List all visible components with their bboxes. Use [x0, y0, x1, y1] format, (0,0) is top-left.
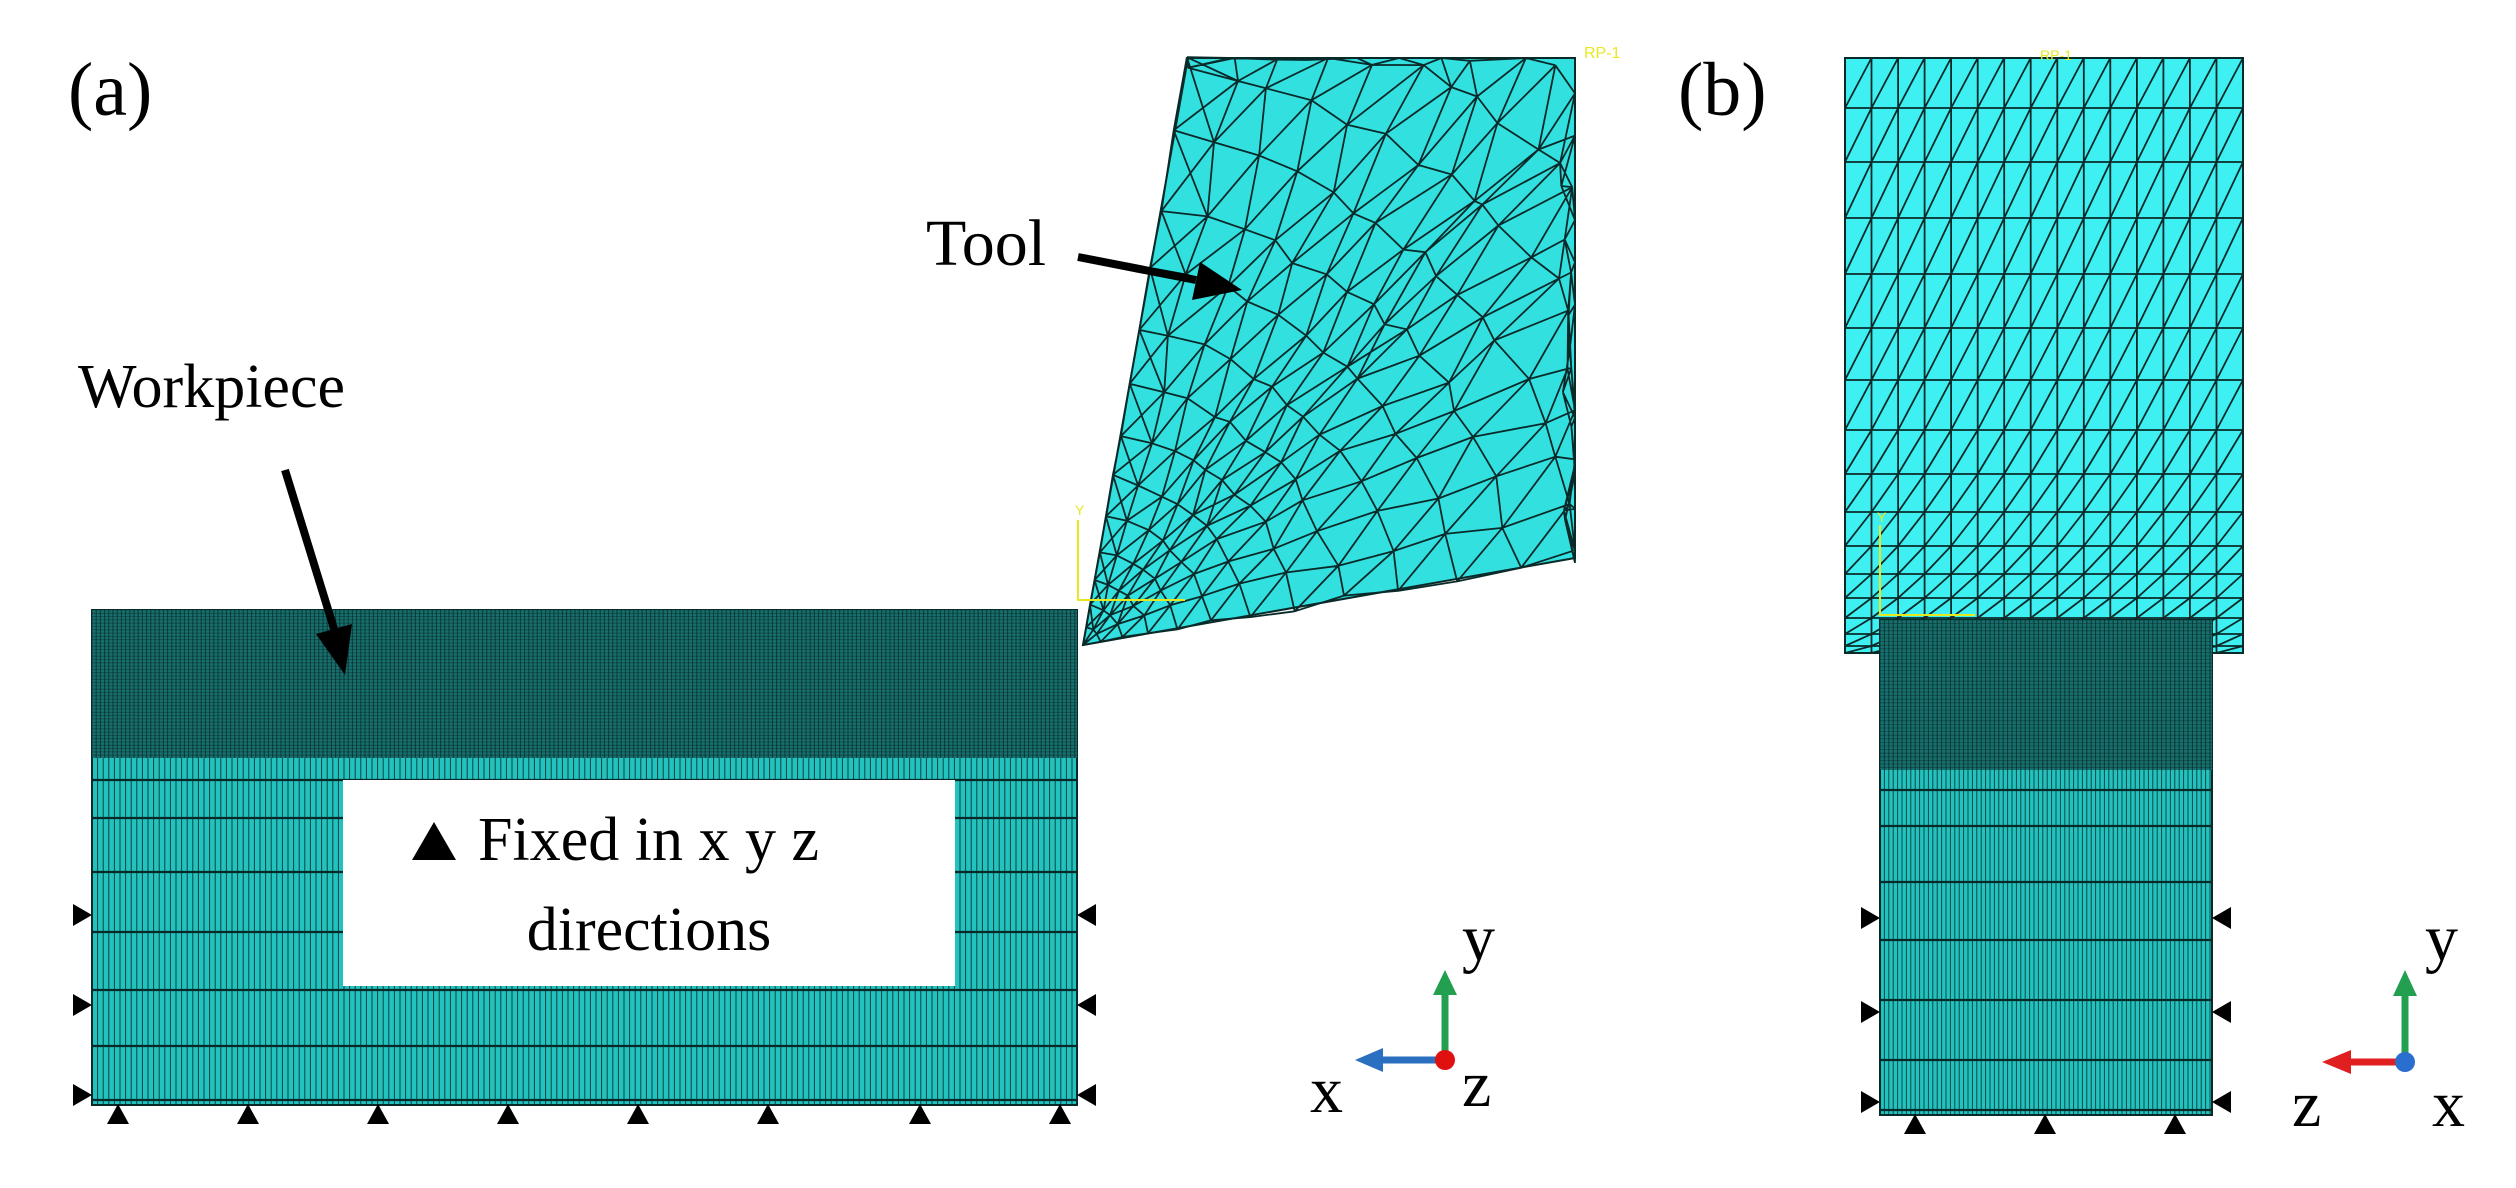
- boundary-markers-a: [73, 904, 1096, 1124]
- bc-marker-right: [2212, 1091, 2231, 1113]
- workpiece-b-fine-horizontals: [1880, 620, 2212, 768]
- tool-a-mesh-lines: [1082, 56, 1576, 646]
- bc-marker-bottom: [367, 1104, 389, 1124]
- workpiece-b-mesh: [1879, 619, 2213, 1116]
- triad-b: y z x: [2292, 902, 2465, 1141]
- workpiece-b-verticals: [1880, 620, 2211, 1115]
- triad-a-up-label: y: [1462, 902, 1495, 975]
- tool-a-body: [1081, 57, 1576, 647]
- bc-marker-right: [1077, 994, 1096, 1016]
- bc-marker-left: [73, 994, 92, 1016]
- bc-marker-left: [1861, 1001, 1880, 1023]
- triad-a: y x z: [1310, 902, 1495, 1127]
- tool-a-rp-label: RP-1: [1584, 45, 1621, 62]
- bc-marker-bottom: [757, 1104, 779, 1124]
- triad-a-left-label: x: [1310, 1054, 1343, 1127]
- workpiece-a-fine-verticals: [92, 610, 1076, 758]
- bc-marker-left: [1861, 1091, 1880, 1113]
- bc-marker-bottom: [2034, 1114, 2056, 1134]
- tool-b-mesh-lines: [1845, 58, 2244, 653]
- bc-line2: directions: [527, 896, 772, 964]
- bc-marker-right: [2212, 1001, 2231, 1023]
- bc-marker-right: [2212, 907, 2231, 929]
- workpiece-label: Workpiece: [78, 353, 345, 421]
- bc-marker-bottom: [2164, 1114, 2186, 1134]
- tool-a-mesh: RP-1: [1081, 45, 1621, 647]
- tool-b-rp-label: RP-1: [2040, 47, 2072, 63]
- bc-line1: Fixed in x y z: [478, 806, 819, 874]
- mesh-axis-a: Y: [1075, 502, 1185, 601]
- bc-marker-right: [1077, 1084, 1096, 1106]
- mesh-axis-b-label: Y: [1877, 509, 1887, 525]
- workpiece-a-fine-horizontals: [92, 610, 1077, 756]
- bc-marker-right: [1077, 904, 1096, 926]
- bc-marker-bottom: [497, 1104, 519, 1124]
- bc-marker-left: [73, 1084, 92, 1106]
- bc-marker-bottom: [107, 1104, 129, 1124]
- triad-a-y-arrowhead: [1433, 970, 1457, 995]
- panel-b: (b) RP-1 Y y z x: [1678, 47, 2465, 1141]
- panel-a-label: (a): [68, 48, 152, 132]
- tool-b-mesh: RP-1: [1844, 47, 2244, 654]
- tool-arrow: [1077, 253, 1242, 300]
- bc-marker-bottom: [1904, 1114, 1926, 1134]
- workpiece-b-fine-zone: [1880, 620, 2212, 770]
- triad-a-origin: [1435, 1050, 1455, 1070]
- bc-marker-bottom: [627, 1104, 649, 1124]
- triad-a-origin-label: z: [1462, 1048, 1491, 1121]
- bc-triangle-icon: [412, 822, 456, 860]
- bc-marker-bottom: [1049, 1104, 1071, 1124]
- mesh-axis-a-label: Y: [1075, 502, 1085, 518]
- triad-b-y-arrowhead: [2393, 970, 2417, 996]
- panel-a: (a) RP-1 Y Fixed in x y z directions: [68, 45, 1621, 1127]
- triad-b-z-arrowhead: [2322, 1050, 2351, 1074]
- tool-label: Tool: [926, 207, 1046, 280]
- workpiece-b-coarse-horizontals: [1880, 788, 2212, 1112]
- triad-b-up-label: y: [2425, 902, 2458, 975]
- bc-marker-bottom: [909, 1104, 931, 1124]
- triad-b-origin: [2395, 1052, 2415, 1072]
- bc-marker-left: [1861, 907, 1880, 929]
- triad-a-x-arrowhead: [1355, 1048, 1383, 1072]
- mesh-axis-b: Y: [1877, 509, 1975, 616]
- triad-b-origin-label: x: [2432, 1068, 2465, 1141]
- bc-marker-bottom: [237, 1104, 259, 1124]
- bc-label-box: Fixed in x y z directions: [343, 780, 955, 986]
- boundary-markers-b: [1861, 907, 2231, 1134]
- bc-marker-left: [73, 904, 92, 926]
- workpiece-arrow: [281, 468, 352, 675]
- panel-b-label: (b): [1678, 48, 1767, 132]
- triad-b-left-label: z: [2292, 1068, 2321, 1141]
